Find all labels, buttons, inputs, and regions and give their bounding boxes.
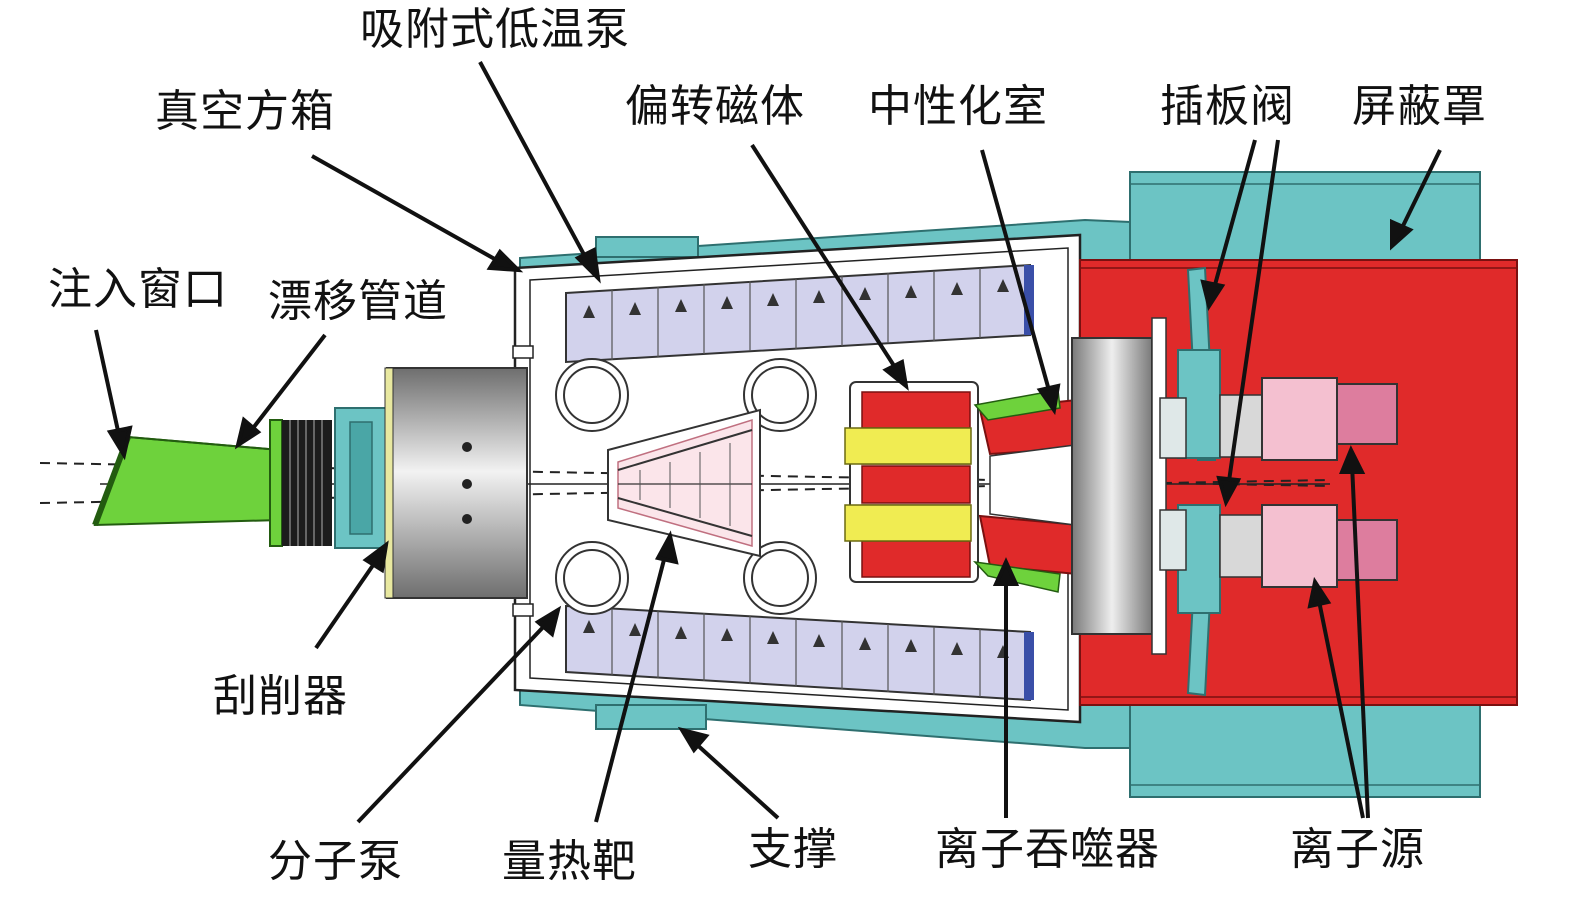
neutralizer	[1071, 317, 1167, 655]
label-shield: 屏蔽罩	[1352, 81, 1487, 132]
molecular-pump	[384, 367, 528, 599]
ion-source	[1219, 377, 1398, 588]
drift-duct	[92, 419, 283, 547]
label-molecular-pump: 分子泵	[268, 836, 403, 887]
label-drift-duct: 漂移管道	[268, 276, 448, 327]
label-ion-dump: 离子吞噬器	[935, 824, 1160, 875]
bellows	[282, 420, 332, 546]
label-bending-magnet: 偏转磁体	[625, 81, 805, 132]
gate-valve	[1159, 266, 1221, 697]
label-ion-source: 离子源	[1290, 824, 1425, 875]
label-calorimeter: 量热靶	[502, 836, 637, 887]
label-gate-valve: 插板阀	[1160, 81, 1295, 132]
label-scraper: 刮削器	[213, 671, 348, 722]
cryopump-top	[565, 263, 1034, 364]
label-cryopump: 吸附式低温泵	[360, 4, 630, 55]
leader-lines	[94, 61, 1442, 824]
scraper-flange	[334, 407, 388, 549]
port-rings	[555, 358, 817, 615]
label-neutralizer: 中性化室	[868, 81, 1048, 132]
calorimeter	[607, 408, 761, 558]
label-support: 支撑	[748, 824, 838, 875]
cryopump-bottom	[565, 604, 1034, 702]
label-injection-window: 注入窗口	[48, 264, 228, 315]
label-vacuum-box: 真空方箱	[155, 86, 335, 137]
bending-magnet	[844, 381, 979, 583]
